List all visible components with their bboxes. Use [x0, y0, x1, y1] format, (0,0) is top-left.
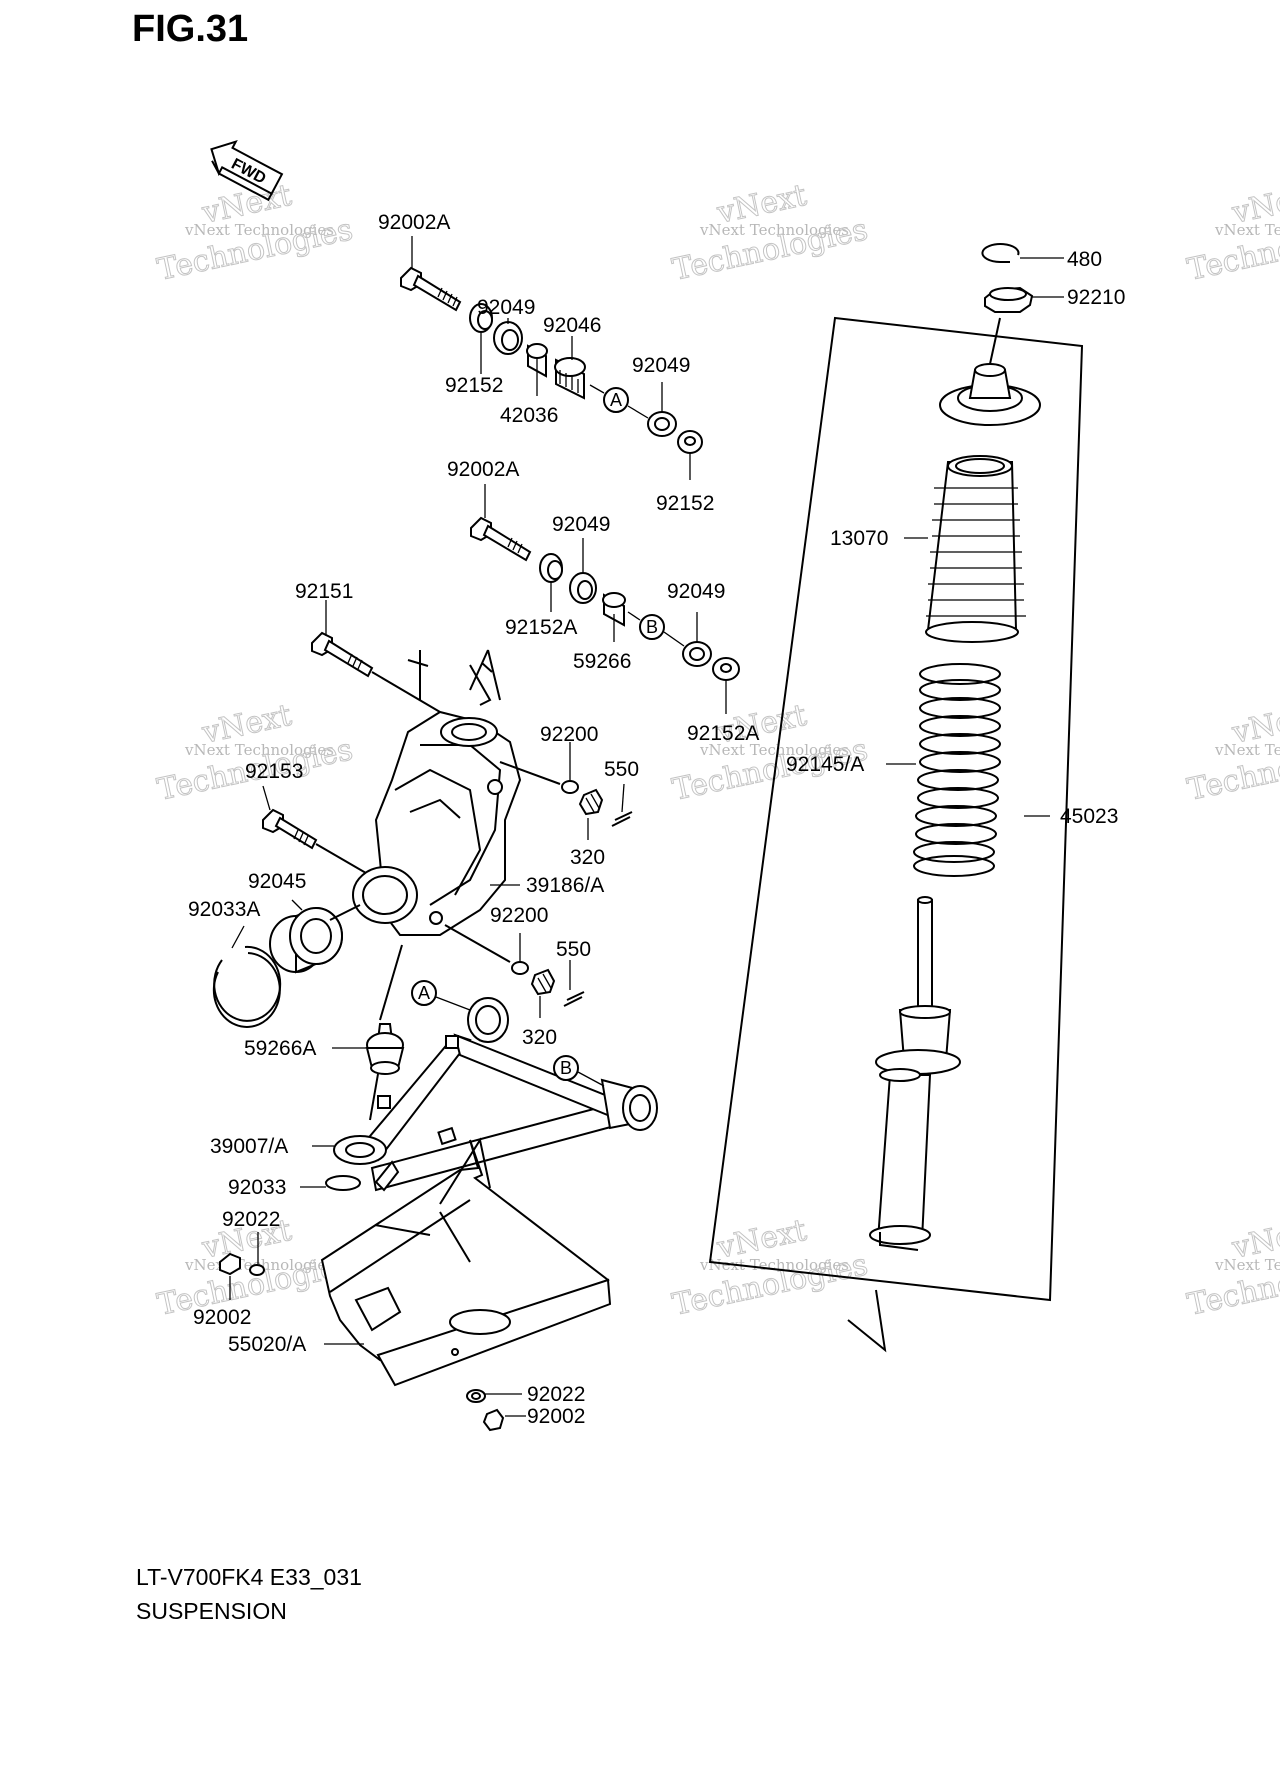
watermark: vNext Technologies vNext Technologies vN…: [154, 177, 1280, 1323]
svg-text:vNext: vNext: [1228, 1213, 1280, 1266]
nut-320-a: [578, 788, 604, 816]
svg-text:A: A: [610, 390, 622, 410]
knuckle-bolts: [262, 631, 441, 881]
svg-text:vNext Technologies: vNext Technologies: [1214, 1256, 1280, 1274]
callout-92049-b: 92049: [632, 354, 690, 377]
svg-text:vNext: vNext: [1228, 178, 1280, 231]
callout-42036: 42036: [500, 404, 558, 427]
shock-upper-mount: [939, 317, 1041, 426]
callout-92022-right: 92022: [527, 1383, 585, 1406]
callout-92200-a: 92200: [540, 723, 598, 746]
nut-320-b: [530, 968, 556, 996]
callout-45023: 45023: [1060, 805, 1118, 828]
circlip-480: [981, 243, 1020, 263]
callout-92152a-a: 92152A: [505, 616, 577, 639]
upper-arm-rear-bolt-group: [470, 516, 740, 681]
lower-a-arm-39007a: [333, 997, 658, 1192]
svg-text:vNext: vNext: [1228, 698, 1280, 751]
callout-39186a: 39186/A: [526, 874, 604, 897]
callout-92152-a: 92152: [445, 374, 503, 397]
svg-text:B: B: [646, 617, 658, 637]
washer-92022-right: [466, 1389, 486, 1403]
svg-text:vNext Technologies: vNext Technologies: [1214, 741, 1280, 759]
leader-lines: [229, 236, 1064, 1417]
callout-92022-left: 92022: [222, 1208, 280, 1231]
callout-92049-a: 92049: [477, 296, 535, 319]
callout-92002a-lower: 92002A: [447, 458, 519, 481]
callout-550-a: 550: [604, 758, 639, 781]
cotter-pin-550-b: [563, 991, 585, 1007]
callout-92033: 92033: [228, 1176, 286, 1199]
callout-92045: 92045: [248, 870, 306, 893]
callout-92152a-b: 92152A: [687, 722, 759, 745]
svg-text:B: B: [560, 1058, 572, 1078]
bolt-92002-right: [482, 1408, 505, 1432]
shock-absorber-body: [869, 896, 961, 1251]
callout-13070: 13070: [830, 527, 888, 550]
callout-92049-d: 92049: [667, 580, 725, 603]
model-code: LT-V700FK4 E33_031: [136, 1564, 362, 1590]
figure-title: FIG.31: [132, 8, 249, 50]
callout-92002-left: 92002: [193, 1306, 251, 1329]
svg-text:vNext Technologies: vNext Technologies: [1214, 221, 1280, 239]
dust-boot-13070: [925, 455, 1026, 643]
svg-text:vNext Technologies: vNext Technologies: [184, 741, 334, 759]
callout-92002-right: 92002: [527, 1405, 585, 1428]
callout-59266: 59266: [573, 650, 631, 673]
callout-320-a: 320: [570, 846, 605, 869]
callout-92002a-upper: 92002A: [378, 211, 450, 234]
coil-spring-45023: [913, 663, 1001, 877]
knuckle-hardware: [444, 761, 633, 1007]
shock-assembly-frame: [708, 316, 1084, 1302]
wheel-bearing-92045: [269, 904, 361, 974]
callout-92152-b: 92152: [656, 492, 714, 515]
washer-92200-a: [561, 780, 579, 794]
callout-labels: 92002A 92049 92046 92152 42036 92049 921…: [188, 211, 1125, 1428]
reference-marker-b-lower: B: [553, 1055, 605, 1087]
callout-92145a: 92145/A: [786, 753, 864, 776]
svg-text:vNext Technologies: vNext Technologies: [699, 221, 849, 239]
callout-550-b: 550: [556, 938, 591, 961]
section-title: SUSPENSION: [136, 1598, 287, 1624]
cotter-pin-550-a: [611, 811, 633, 827]
ball-joint-59266a: [365, 944, 405, 1121]
callout-92153: 92153: [245, 760, 303, 783]
callout-92046: 92046: [543, 314, 601, 337]
svg-text:vNext Technologies: vNext Technologies: [699, 741, 849, 759]
bolt-92002-left: [219, 1252, 241, 1276]
callout-92033a: 92033A: [188, 898, 260, 921]
callout-92200-b: 92200: [490, 904, 548, 927]
callout-480: 480: [1067, 248, 1102, 271]
reference-marker-a-upper: A: [589, 384, 649, 419]
svg-text:A: A: [418, 983, 430, 1003]
washer-92200-b: [511, 961, 529, 975]
circlip-92033a: [212, 945, 282, 1028]
circlip-92033: [325, 1175, 361, 1191]
steering-knuckle-39186a: [352, 650, 522, 936]
callout-39007a: 39007/A: [210, 1135, 288, 1158]
reference-marker-a-lower: A: [411, 980, 471, 1011]
skid-plate-55020a: [320, 1137, 612, 1387]
callout-92210: 92210: [1067, 286, 1125, 309]
frame-break-marks: [469, 649, 887, 1353]
callout-92151: 92151: [295, 580, 353, 603]
washer-92022-left: [249, 1264, 265, 1276]
skid-plate-hardware: [219, 1252, 505, 1432]
reference-marker-b-upper: B: [627, 611, 685, 647]
callout-320-b: 320: [522, 1026, 557, 1049]
svg-text:vNext Technologies: vNext Technologies: [699, 1256, 849, 1274]
callout-92049-c: 92049: [552, 513, 610, 536]
callout-55020a: 55020/A: [228, 1333, 306, 1356]
callout-59266a: 59266A: [244, 1037, 316, 1060]
nut-92210: [984, 286, 1034, 313]
svg-text:vNext Technologies: vNext Technologies: [184, 221, 334, 239]
